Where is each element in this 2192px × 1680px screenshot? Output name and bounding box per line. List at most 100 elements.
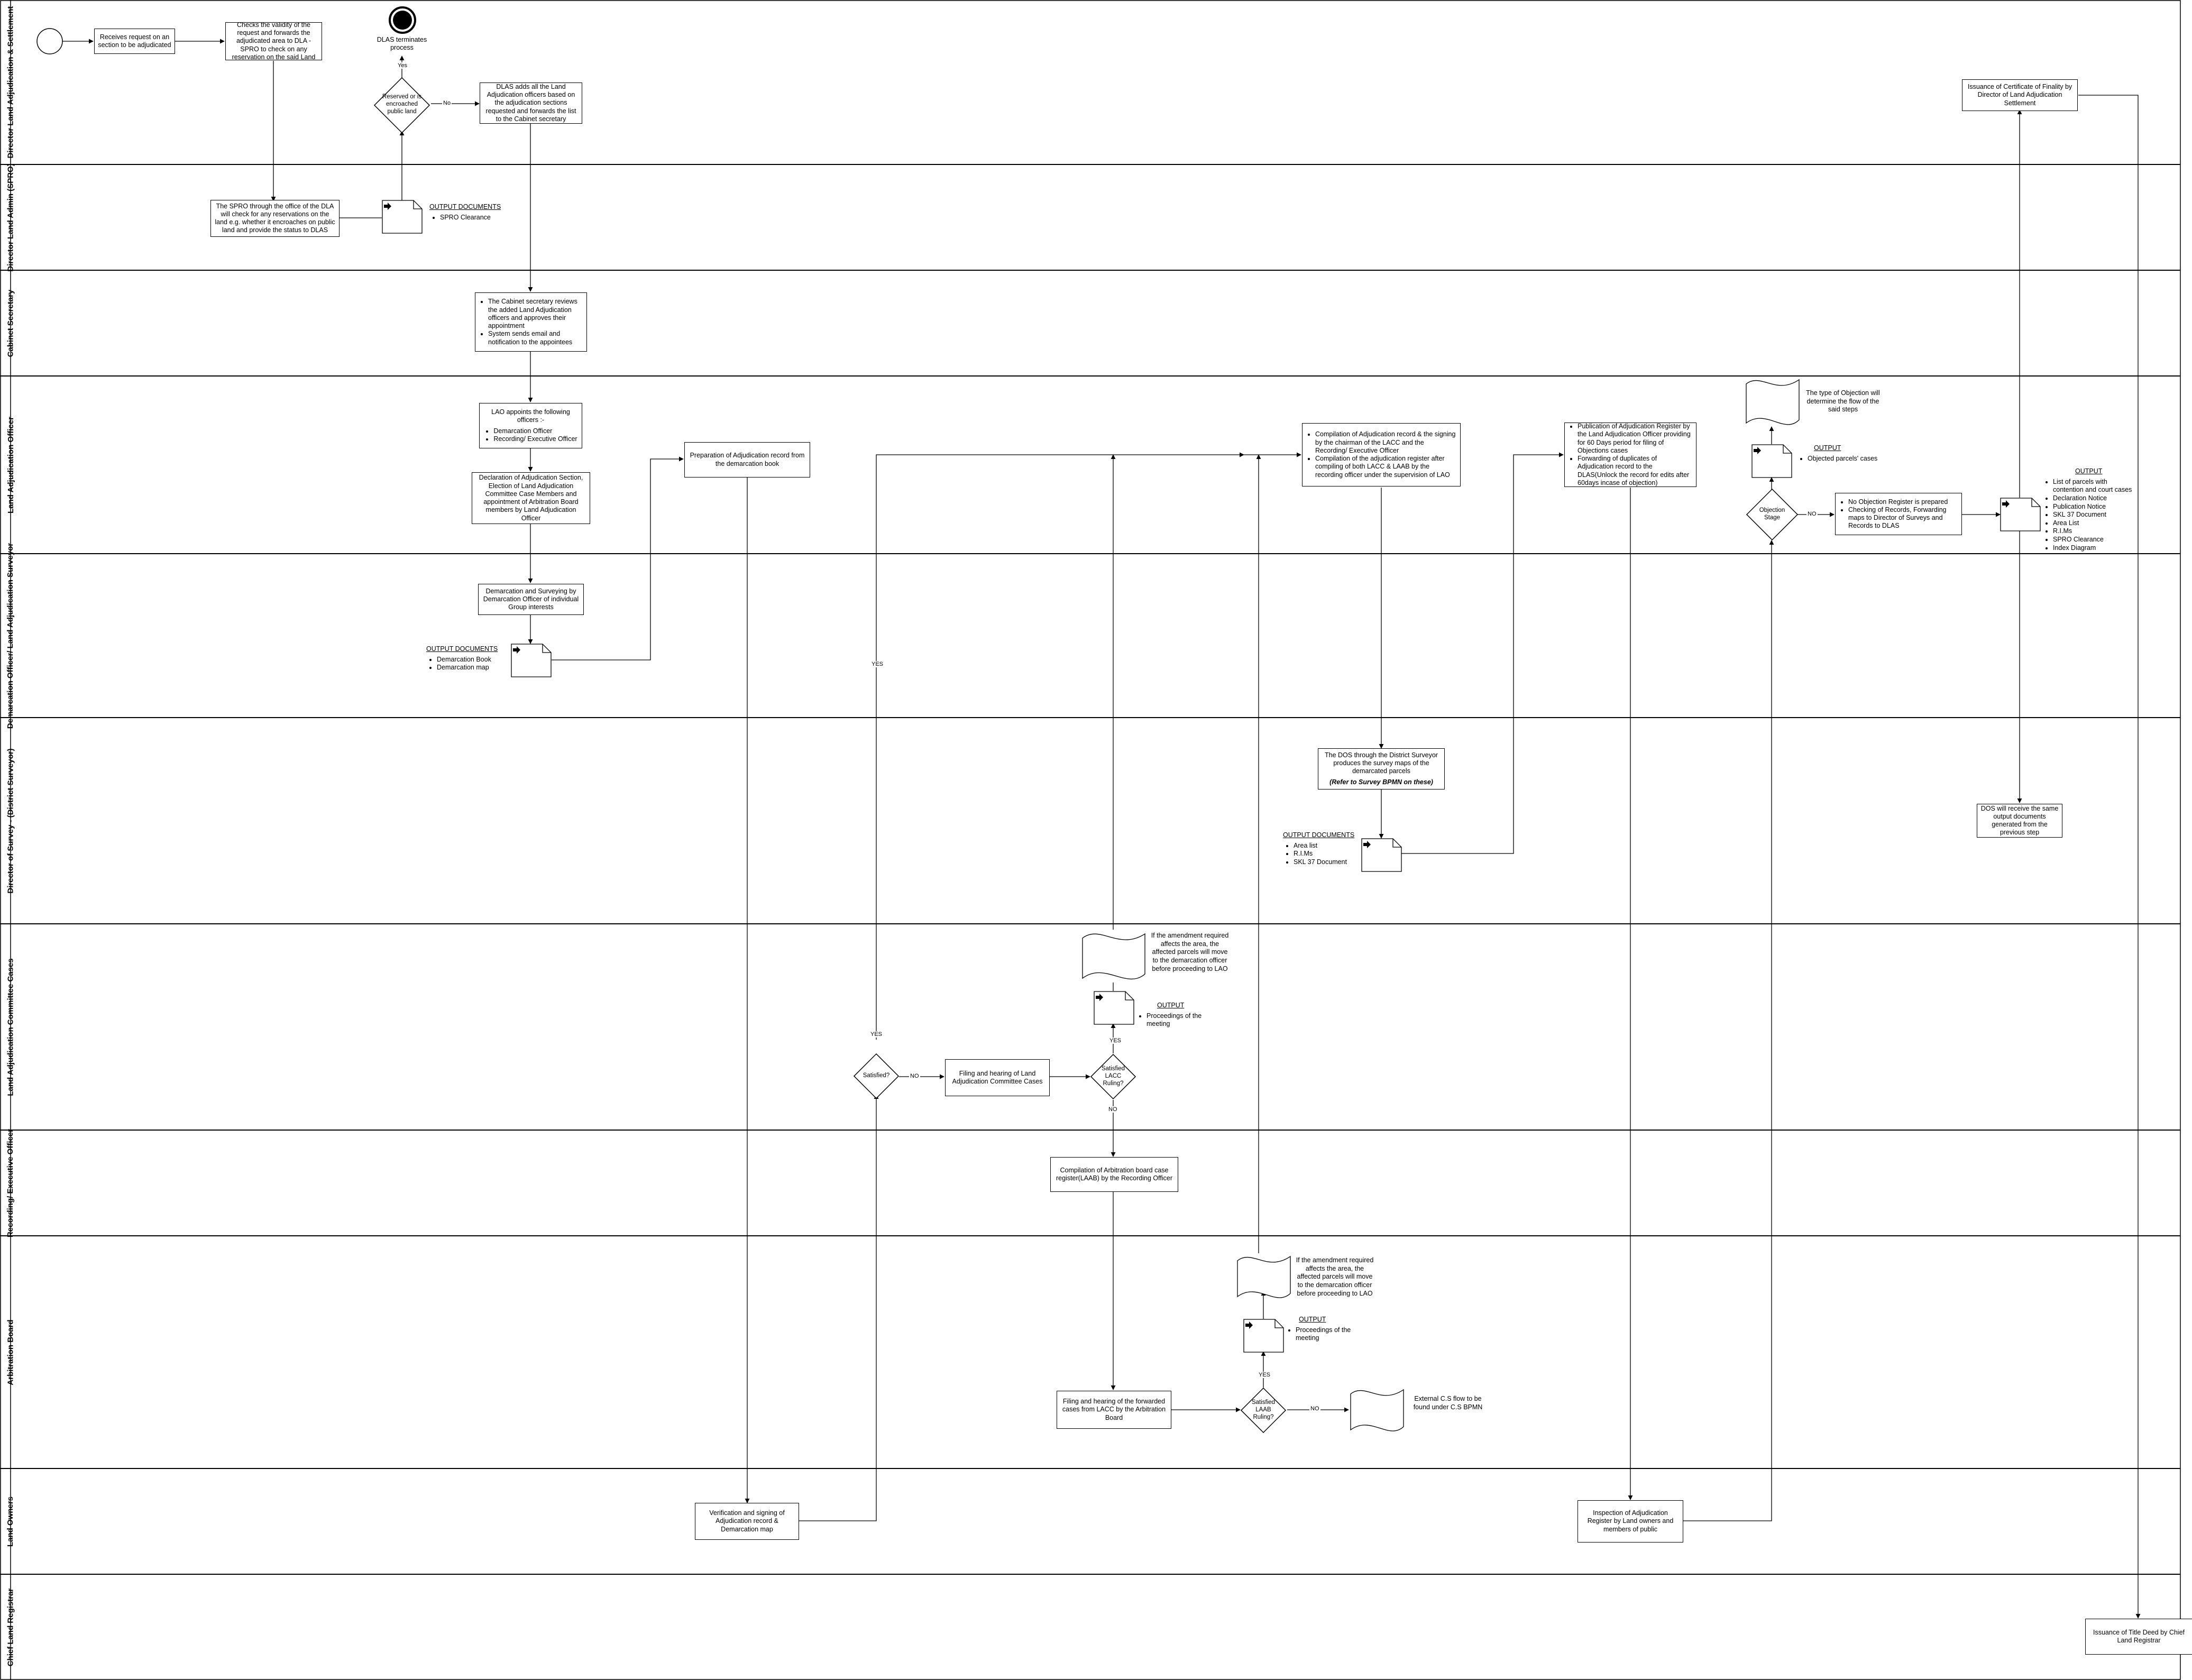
wave-document-lacc <box>1082 933 1145 980</box>
task-arbitration-register[interactable]: Compilation of Arbitration board case re… <box>1050 1157 1178 1192</box>
list-item: SKL 37 Document <box>1294 858 1368 867</box>
edge-label-yes-sat: YES <box>869 1031 884 1038</box>
dos-output-docs: OUTPUT DOCUMENTS Area listR.I.MsSKL 37 D… <box>1283 831 1368 867</box>
list-item: Demarcation map <box>437 664 511 672</box>
task-compilation[interactable]: Compilation of Adjudication record & the… <box>1302 423 1461 486</box>
edge-label-no-objection: NO <box>1806 511 1818 517</box>
task-spro-check[interactable]: The SPRO through the office of the DLA w… <box>210 200 340 237</box>
demarcation-output-docs: OUTPUT DOCUMENTS Demarcation BookDemarca… <box>426 645 511 672</box>
list-item: Proceedings of the meeting <box>1147 1012 1221 1029</box>
list-item: R.I.Ms <box>1294 850 1368 858</box>
task-title-deed[interactable]: Issuance of Title Deed by Chief Land Reg… <box>2085 1619 2192 1655</box>
gateway-laab[interactable] <box>1240 1387 1287 1434</box>
end-event <box>389 6 416 34</box>
wave-document-ab <box>1237 1255 1291 1298</box>
wave-document-objection <box>1746 379 1800 425</box>
document-icon <box>511 644 552 677</box>
gateway-laab-label: Satisfied LAAB Ruling? <box>1251 1399 1276 1420</box>
edge-demdoc-prep <box>552 456 684 660</box>
task-filing-lacc[interactable]: Filing and hearing of Land Adjudication … <box>945 1059 1050 1096</box>
gateway-satisfied[interactable] <box>852 1052 900 1100</box>
list-item: Demarcation Book <box>437 656 511 664</box>
list-item: Checking of Records, Forwarding maps to … <box>1848 506 1958 530</box>
edge-label-yes-top: Yes <box>397 62 408 69</box>
final-output: OUTPUT List of parcels with contention a… <box>2042 467 2138 552</box>
document-icon <box>1094 991 1134 1025</box>
task-lao-appoints[interactable]: LAO appoints the following officers :- D… <box>479 403 582 448</box>
task-preparation-record[interactable]: Preparation of Adjudication record from … <box>684 442 810 478</box>
edge-label-no-lacc: NO <box>1107 1106 1118 1113</box>
list-item: SPRO Clearance <box>2053 536 2138 544</box>
task-dos-survey-maps[interactable]: The DOS through the District Surveyor pr… <box>1318 748 1445 789</box>
document-icon <box>382 200 423 234</box>
edge-label-no-top: No <box>442 100 452 106</box>
edge-verify-satisfied <box>799 1094 879 1521</box>
task-verification[interactable]: Verification and signing of Adjudication… <box>695 1503 799 1540</box>
task-publication[interactable]: Publication of Adjudication Register by … <box>1564 423 1696 487</box>
task-demarcation-surveying[interactable]: Demarcation and Surveying by Demarcation… <box>478 584 584 615</box>
edge-cert-title <box>2078 95 2141 1619</box>
list-item: Declaration Notice <box>2053 494 2138 503</box>
list-item: Compilation of Adjudication record & the… <box>1315 430 1457 455</box>
list-item: No Objection Register is prepared <box>1848 498 1958 506</box>
list-item: Demarcation Officer <box>493 427 577 435</box>
list-item: Proceedings of the meeting <box>1296 1326 1370 1343</box>
list-item: Objected parcels' cases <box>1808 455 1882 463</box>
task-dlas-adds-officers[interactable]: DLAS adds all the Land Adjudication offi… <box>480 82 582 124</box>
edge-inspect-objection <box>1683 540 1774 1521</box>
gateway-lacc-label: Satisfied LACC Ruling? <box>1101 1066 1125 1087</box>
list-item: Area List <box>2053 519 2138 528</box>
list-item: Compilation of the adjudication register… <box>1315 455 1457 479</box>
note-objection-type: The type of Objection will determine the… <box>1806 389 1880 414</box>
task-cs-review[interactable]: The Cabinet secretary reviews the added … <box>475 292 587 352</box>
gateway-lacc[interactable] <box>1089 1053 1137 1100</box>
edge-satisfied-yes-loop <box>876 452 1244 1040</box>
task-dos-receive[interactable]: DOS will receive the same output documen… <box>1977 804 2062 838</box>
edge-label-no-sat: NO <box>909 1073 920 1079</box>
list-item: SPRO Clearance <box>440 214 509 222</box>
document-icon <box>1751 444 1792 478</box>
gateway-reserved-label: Reserved or is encroached public land <box>382 94 422 115</box>
start-event <box>36 28 63 54</box>
edge-dosdoc-publish <box>1401 452 1564 854</box>
gateway-objection-label: Objection Stage <box>1759 507 1785 521</box>
note-lacc-amendment: If the amendment required affects the ar… <box>1151 932 1229 972</box>
list-item: The Cabinet secretary reviews the added … <box>488 298 583 330</box>
task-check-validity[interactable]: Checks the validity of the request and f… <box>225 22 322 60</box>
document-icon <box>1361 838 1402 872</box>
edge-label-no-laab: NO <box>1309 1406 1320 1412</box>
list-item: List of parcels with contention and cour… <box>2053 478 2138 494</box>
list-item: System sends email and notification to t… <box>488 330 583 346</box>
task-declaration[interactable]: Declaration of Adjudication Section, Ele… <box>472 472 590 524</box>
list-item: R.I.Ms <box>2053 527 2138 536</box>
gateway-satisfied-label: Satisfied? <box>863 1072 890 1079</box>
list-item: Publication Notice <box>2053 503 2138 511</box>
task-receive-request[interactable]: Receives request on an section to be adj… <box>94 29 175 54</box>
list-item: Forwarding of duplicates of Adjudication… <box>1577 455 1693 486</box>
edge-label-yes-lacc: YES <box>1108 1038 1123 1044</box>
note-ab-amendment: If the amendment required affects the ar… <box>1296 1256 1374 1297</box>
task-inspection[interactable]: Inspection of Adjudication Register by L… <box>1577 1500 1683 1543</box>
document-icon <box>1243 1319 1284 1353</box>
gateway-objection[interactable] <box>1745 488 1799 541</box>
document-icon <box>2000 498 2041 531</box>
ab-output: OUTPUT Proceedings of the meeting <box>1285 1316 1370 1343</box>
list-item: Publication of Adjudication Register by … <box>1577 423 1693 455</box>
spro-output-docs: OUTPUT DOCUMENTS SPRO Clearance <box>429 203 509 222</box>
task-no-objection[interactable]: No Objection Register is preparedCheckin… <box>1835 493 1962 535</box>
end-event-label: DLAS terminates process <box>377 36 427 51</box>
list-item: SKL 37 Document <box>2053 511 2138 519</box>
edge-label-yes-loop: YES <box>870 661 885 667</box>
gateway-reserved[interactable] <box>373 76 431 134</box>
task-filing-ab[interactable]: Filing and hearing of the forwarded case… <box>1057 1391 1171 1429</box>
task-issuance-certificate[interactable]: Issuance of Certificate of Finality by D… <box>1962 79 2078 111</box>
list-item: Area list <box>1294 842 1368 850</box>
list-item: Index Diagram <box>2053 544 2138 553</box>
edge-label-yes-laab: YES <box>1258 1372 1272 1378</box>
objection-output: OUTPUT Objected parcels' cases <box>1797 444 1882 463</box>
lacc-output: OUTPUT Proceedings of the meeting <box>1136 1002 1221 1029</box>
note-external-cs: External C.S flow to be found under C.S … <box>1413 1395 1483 1411</box>
